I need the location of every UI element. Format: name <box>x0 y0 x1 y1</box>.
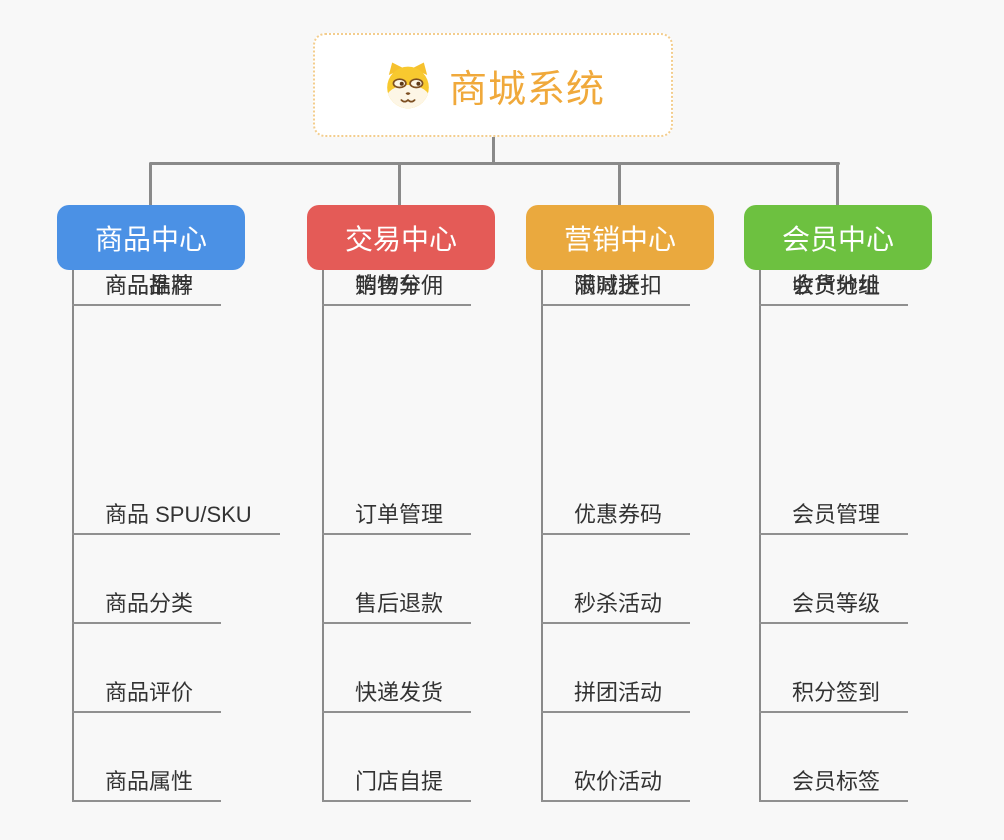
topic-node[interactable]: 积分签到 <box>759 677 909 713</box>
topic-node[interactable]: 商品分类 <box>72 588 222 624</box>
topic-node[interactable]: 会员标签 <box>759 766 909 802</box>
topic-node[interactable]: 快递发货 <box>322 677 472 713</box>
branch-product-center: 商品中心 商品 SPU/SKU 商品分类 商品评价 商品属性 商品推荐 商品品牌 <box>57 205 280 805</box>
topic-node[interactable]: 会员管理 <box>759 499 909 535</box>
connector-branch-stub <box>149 163 152 206</box>
branch-member-center: 会员中心 会员管理 会员等级 积分签到 会员标签 会员分组 收货地址 <box>744 205 932 805</box>
connector-branch-stub <box>836 163 839 206</box>
connector-branch-spine <box>72 270 74 802</box>
branch-header-node[interactable]: 营销中心 <box>526 205 714 270</box>
topic-node[interactable]: 拼团活动 <box>541 677 691 713</box>
topic-node[interactable]: 砍价活动 <box>541 766 691 802</box>
branch-header-node[interactable]: 会员中心 <box>744 205 932 270</box>
topic-node[interactable]: 订单管理 <box>322 499 472 535</box>
root-topic-node[interactable]: 商城系统 <box>313 33 673 137</box>
topic-node[interactable]: 收货地址 <box>759 270 909 306</box>
topic-node[interactable]: 销售分佣 <box>322 270 472 306</box>
topic-node[interactable]: 优惠券码 <box>541 499 691 535</box>
topic-node[interactable]: 商品品牌 <box>72 270 222 306</box>
branch-trade-center: 交易中心 订单管理 售后退款 快递发货 门店自提 购物车 销售分佣 <box>307 205 495 805</box>
topic-node[interactable]: 会员等级 <box>759 588 909 624</box>
connector-branch-stub <box>398 163 401 206</box>
connector-branch-spine <box>541 270 543 802</box>
dog-face-icon <box>387 62 429 109</box>
topic-node[interactable]: 商品属性 <box>72 766 222 802</box>
connector-branch-spine <box>322 270 324 802</box>
topic-node[interactable]: 商品 SPU/SKU <box>72 499 280 535</box>
topic-node[interactable]: 满减送 <box>541 270 669 306</box>
topic-node[interactable]: 售后退款 <box>322 588 472 624</box>
connector-branch-stub <box>618 163 621 206</box>
branch-header-node[interactable]: 交易中心 <box>307 205 495 270</box>
topic-node[interactable]: 门店自提 <box>322 766 472 802</box>
topic-node[interactable]: 商品评价 <box>72 677 222 713</box>
branch-marketing-center: 营销中心 优惠券码 秒杀活动 拼团活动 砍价活动 限时折扣 满减送 <box>526 205 714 805</box>
root-topic-label: 商城系统 <box>448 68 605 111</box>
connector-root-stub <box>492 137 495 164</box>
connector-branch-spine <box>759 270 761 802</box>
connector-bus-line <box>149 162 840 165</box>
branch-header-node[interactable]: 商品中心 <box>57 205 245 270</box>
topic-node[interactable]: 秒杀活动 <box>541 588 691 624</box>
